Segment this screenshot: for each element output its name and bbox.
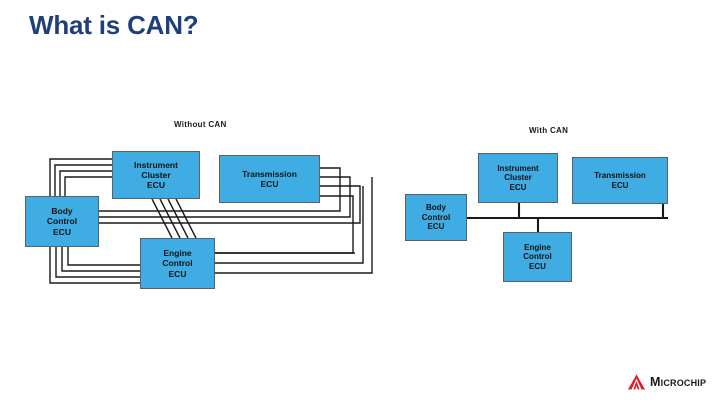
node-engine-control-ecu-without-can[interactable]: Engine Control ECU	[140, 238, 215, 289]
node-line: Cluster	[141, 169, 171, 180]
node-line: Transmission	[242, 168, 297, 179]
node-line: Control	[46, 216, 78, 227]
node-line: Control	[523, 252, 552, 262]
page-title: What is CAN?	[29, 10, 199, 40]
node-line: ECU	[147, 180, 165, 190]
node-line: Body	[51, 206, 73, 217]
node-engine-control-ecu-with-can[interactable]: Engine Control ECU	[503, 232, 572, 282]
node-transmission-ecu-without-can[interactable]: Transmission ECU	[219, 155, 320, 203]
node-line: Transmission	[594, 171, 646, 181]
node-instrument-cluster-ecu-without-can[interactable]: Instrument Cluster ECU	[112, 151, 200, 199]
diagram-caption-without-can: Without CAN	[174, 120, 227, 129]
node-instrument-cluster-ecu-with-can[interactable]: Instrument Cluster ECU	[478, 153, 558, 203]
node-transmission-ecu-with-can[interactable]: Transmission ECU	[572, 157, 668, 204]
node-line: Cluster	[504, 173, 532, 183]
node-line: Engine	[524, 242, 551, 252]
node-line: ECU	[427, 222, 445, 232]
node-line: ECU	[168, 268, 187, 279]
diagram-caption-with-can: With CAN	[529, 126, 569, 135]
node-line: Control	[162, 258, 193, 269]
microchip-logo: Microchip	[627, 374, 706, 391]
node-line: Body	[426, 203, 446, 213]
node-line: ECU	[260, 179, 279, 189]
node-line: ECU	[53, 226, 71, 237]
microchip-mark-icon	[628, 374, 645, 390]
node-line: Instrument	[497, 163, 539, 173]
node-line: Engine	[163, 248, 192, 259]
node-line: ECU	[529, 261, 546, 271]
node-line: ECU	[611, 180, 629, 190]
node-line: ECU	[509, 182, 527, 192]
node-line: Instrument	[134, 159, 178, 170]
node-line: Control	[421, 212, 451, 222]
node-body-control-ecu-with-can[interactable]: Body Control ECU	[405, 194, 467, 241]
node-body-control-ecu-without-can[interactable]: Body Control ECU	[25, 196, 99, 247]
microchip-wordmark: Microchip	[650, 375, 707, 390]
